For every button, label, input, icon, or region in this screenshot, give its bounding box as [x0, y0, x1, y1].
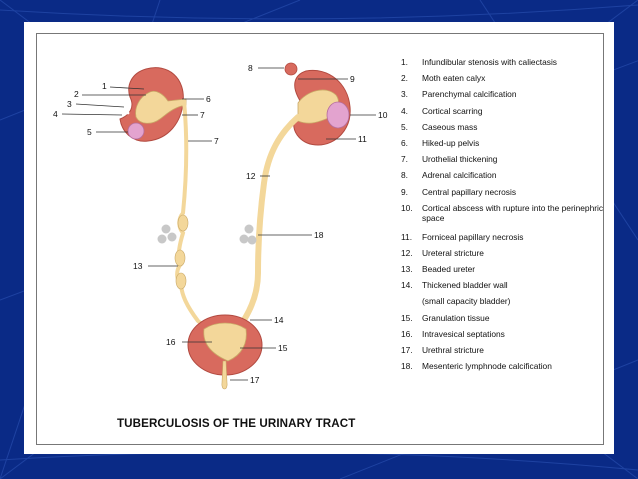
legend-item: 8.Adrenal calcification: [401, 170, 497, 181]
legend-item: 13.Beaded ureter: [401, 264, 476, 275]
label-10: 10: [378, 110, 388, 120]
legend-item: 3.Parenchymal calcification: [401, 89, 517, 100]
legend-item: 12.Ureteral stricture: [401, 247, 484, 258]
label-9: 9: [350, 74, 355, 84]
legend-item: 17.Urethral stricture: [401, 345, 484, 355]
legend-item: 18.Mesenteric lymphnode calcification: [401, 361, 552, 372]
legend-list: 1.Infundibular stenosis with caliectasis…: [401, 57, 611, 377]
label-3: 3: [67, 99, 72, 109]
bladder: [187, 314, 263, 390]
label-2: 2: [74, 89, 79, 99]
cortical-abscess: [326, 101, 350, 129]
label-16: 16: [166, 337, 176, 347]
legend-item: 7.Urothelial thickening: [401, 154, 498, 165]
figure-caption: TUBERCULOSIS OF THE URINARY TRACT: [117, 417, 356, 430]
label-13: 13: [133, 261, 143, 271]
caseous-mass-left: [127, 122, 145, 140]
legend-item: 2.Moth eaten calyx: [401, 73, 486, 84]
right-ureter: [239, 114, 301, 326]
label-14: 14: [274, 315, 284, 325]
label-11: 11: [358, 134, 367, 144]
label-17: 17: [250, 375, 260, 385]
legend-item: 9.Central papillary necrosis: [401, 186, 517, 197]
label-12: 12: [246, 171, 256, 181]
leader-lines: [61, 67, 376, 381]
label-7-b: 7: [214, 136, 219, 146]
label-1: 1: [102, 81, 107, 91]
label-5: 5: [87, 127, 92, 137]
urinary-tract-diagram: 1 2 3 4 5 6 7 7 8 9 10 11 12 13 14 15 16…: [53, 62, 388, 390]
legend-item: 11.Forniceal papillary necrosis: [401, 231, 524, 242]
legend-item: 16.Intravesical septations: [401, 328, 505, 339]
legend-item: 10.Cortical abscess with rupture into th…: [401, 202, 604, 223]
legend-item: 15.Granulation tissue: [401, 312, 490, 323]
label-15: 15: [278, 343, 288, 353]
adrenal-calcification: [284, 62, 298, 76]
lymphnode-calcifications: [157, 224, 257, 245]
label-8: 8: [248, 63, 253, 73]
legend-item: 6.Hiked-up pelvis: [401, 137, 480, 148]
legend-item: 4.Cortical scarring: [401, 105, 483, 116]
legend-item: 5.Caseous mass: [401, 121, 478, 132]
legend-item: (small capacity bladder): [422, 296, 511, 307]
label-6: 6: [206, 94, 211, 104]
left-kidney: [119, 67, 187, 142]
right-kidney: [284, 62, 351, 146]
legend-item: 14.Thickened bladder wall: [401, 280, 508, 291]
label-4: 4: [53, 109, 58, 119]
label-18: 18: [314, 230, 324, 240]
legend-item: 1.Infundibular stenosis with caliectasis: [401, 57, 557, 67]
label-7-a: 7: [200, 110, 205, 120]
